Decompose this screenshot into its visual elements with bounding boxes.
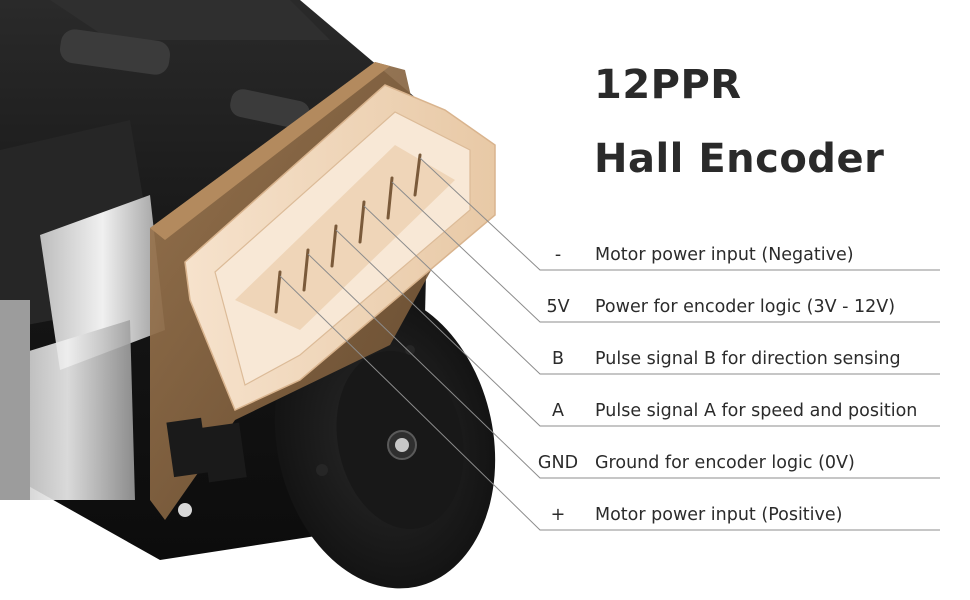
pin-row-b: B Pulse signal B for direction sensing: [533, 345, 943, 375]
pin-description: Motor power input (Negative): [595, 245, 854, 265]
metal-can: [0, 195, 165, 500]
pin-code: -: [554, 245, 562, 265]
pin-description: Pulse signal A for speed and position: [595, 401, 918, 421]
pin-description: Motor power input (Positive): [595, 505, 843, 525]
title-line-1: 12PPR: [594, 62, 742, 108]
pin-description: Power for encoder logic (3V - 12V): [595, 297, 896, 317]
pin-code: 5V: [546, 297, 570, 317]
pin-code: GND: [537, 453, 579, 473]
pin-description: Pulse signal B for direction sensing: [595, 349, 901, 369]
pin-description: Ground for encoder logic (0V): [595, 453, 855, 473]
pin-code: +: [550, 505, 566, 525]
pin-code: B: [551, 349, 564, 369]
pin-row-negative: - Motor power input (Negative): [533, 241, 943, 271]
pin-code: A: [552, 401, 564, 421]
connector-pins: [274, 153, 422, 314]
title-line-2: Hall Encoder: [594, 136, 885, 182]
pin-row-positive: + Motor power input (Positive): [533, 501, 943, 531]
pin-row-gnd: GND Ground for encoder logic (0V): [533, 449, 943, 479]
pin-row-5v: 5V Power for encoder logic (3V - 12V): [533, 293, 943, 323]
leader-lines: [279, 157, 940, 531]
pin-row-a: A Pulse signal A for speed and position: [533, 397, 943, 427]
